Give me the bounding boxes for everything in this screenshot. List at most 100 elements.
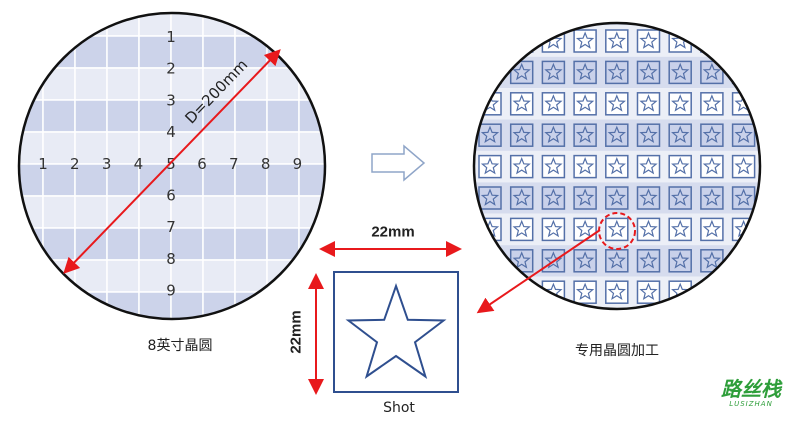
die-star-icon	[671, 219, 690, 238]
wafer-cell	[395, 0, 427, 4]
column-number: 1	[38, 155, 48, 173]
wafer-cell	[0, 260, 11, 292]
die-star-icon	[639, 188, 658, 206]
wafer-cell	[170, 195, 204, 229]
die-star-icon	[734, 188, 753, 206]
die-star-icon	[702, 251, 722, 269]
die-shot	[700, 92, 724, 116]
die-shot	[668, 60, 692, 85]
wafer-cell	[234, 99, 268, 133]
wafer-cell	[395, 36, 427, 68]
wafer-cell	[19, 13, 44, 37]
die-star-icon	[609, 2, 624, 17]
die-star-icon	[639, 94, 658, 112]
die-shot	[573, 60, 597, 85]
die-star-icon	[671, 188, 690, 206]
logo-subtext: LUSIZHAN	[729, 400, 773, 408]
die-star-icon	[575, 188, 595, 206]
die-star-icon	[673, 2, 688, 17]
die-shot	[636, 60, 661, 85]
shot-box	[333, 271, 459, 393]
die-star-icon	[607, 156, 626, 175]
die-star-icon	[544, 62, 563, 81]
wafer-cell	[42, 291, 76, 319]
wafer-cell	[106, 99, 140, 133]
die-shot	[700, 217, 724, 242]
wafer-cell	[202, 259, 236, 293]
wafer-cell	[170, 35, 204, 69]
die-star-icon	[768, 64, 783, 79]
die-star-icon	[544, 188, 563, 206]
wafer-cell	[19, 227, 44, 261]
wafer-cell	[267, 0, 299, 4]
die-shot	[478, 186, 502, 210]
die-shot	[542, 313, 564, 335]
die-shot	[668, 123, 692, 147]
die-star-icon	[702, 94, 722, 112]
die-star-icon	[671, 251, 690, 269]
left-wafer-label: 8英寸晶圆	[147, 338, 213, 354]
die-shot	[700, 186, 724, 210]
die-star-icon	[546, 316, 561, 331]
die-shot	[509, 29, 534, 53]
die-shot	[573, 92, 597, 116]
die-star-icon	[768, 221, 783, 236]
die-star-icon	[451, 221, 466, 236]
wafer-cell	[19, 131, 44, 165]
die-star-icon	[607, 188, 626, 206]
die-shot	[764, 250, 786, 272]
wafer-cell	[0, 324, 11, 356]
wafer-cell	[363, 164, 395, 196]
wafer-cell	[107, 0, 139, 4]
die-shot	[478, 123, 502, 147]
left-wafer-outline	[17, 11, 327, 321]
die-star-icon	[480, 282, 500, 301]
wafer-cell	[266, 99, 300, 133]
wafer-cell	[75, 0, 107, 4]
die-star-icon	[768, 253, 783, 267]
logo: 路丝栈 LUSIZHAN	[716, 378, 786, 408]
wafer-cell	[363, 4, 395, 36]
wafer-cell	[427, 100, 459, 132]
die-shot	[764, 313, 786, 335]
die-shot	[638, 313, 660, 335]
die-star-icon	[575, 251, 595, 269]
die-shot	[447, 93, 469, 115]
wafer-cell	[42, 13, 76, 37]
diameter-arrow	[63, 49, 281, 274]
wafer-row-band	[474, 307, 760, 309]
wafer-cell	[331, 0, 363, 4]
die-shot	[478, 29, 502, 53]
die-star-icon	[607, 94, 626, 112]
die-star-icon	[702, 125, 722, 144]
wafer-cell	[299, 0, 331, 4]
die-star-icon	[641, 2, 656, 17]
die-shot	[447, 187, 469, 209]
die-shot	[509, 186, 534, 210]
die-star-icon	[544, 156, 563, 175]
die-star-icon	[578, 2, 593, 17]
die-shot	[669, 313, 691, 335]
die-shot	[636, 154, 661, 179]
die-shot	[638, 0, 660, 21]
die-shot	[731, 29, 756, 53]
zoom-pointer-arrow	[476, 229, 601, 314]
die-shot	[509, 280, 534, 304]
die-shot	[731, 280, 756, 304]
logo-text: 路丝栈	[721, 377, 781, 401]
die-star-icon	[768, 159, 783, 174]
wafer-cell	[170, 13, 204, 37]
wafer-cell	[298, 13, 325, 37]
die-star-icon	[734, 251, 753, 269]
wafer-cell	[331, 164, 363, 196]
column-number: 3	[102, 155, 112, 173]
row-number: 1	[166, 28, 176, 46]
die-shot	[573, 29, 597, 53]
wafer-cell	[331, 228, 363, 260]
die-shot	[731, 154, 756, 179]
wafer-cell	[74, 67, 108, 101]
die-shot	[574, 0, 596, 21]
wafer-cell	[107, 324, 139, 356]
wafer-cell	[202, 195, 236, 229]
column-number: 9	[293, 155, 303, 173]
